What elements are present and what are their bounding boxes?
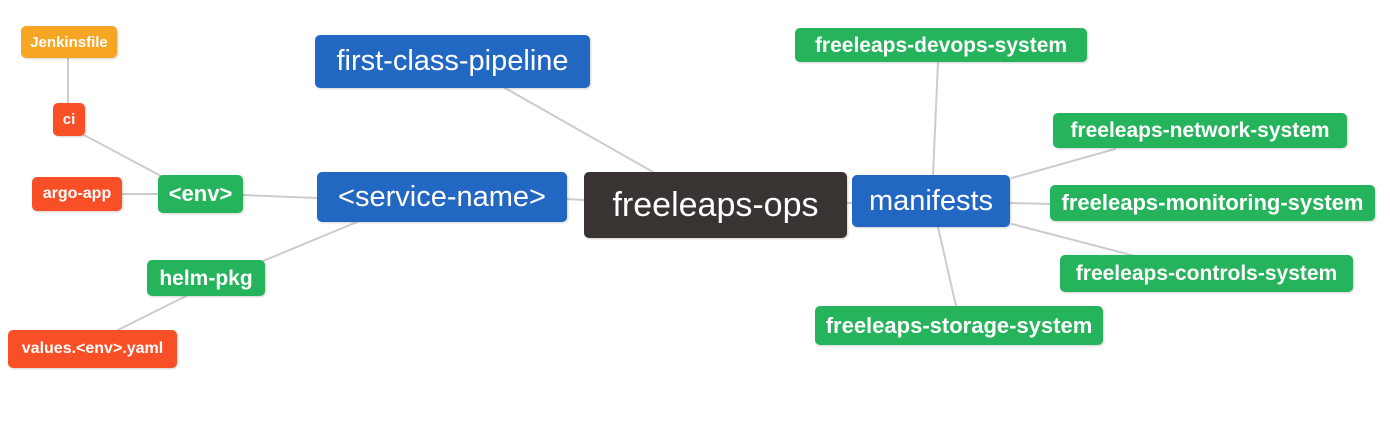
mindmap-node-jenkinsfile[interactable]: Jenkinsfile [21,26,117,58]
edge-service-name-to-freeleaps-ops [566,198,585,201]
mindmap-node-freeleaps-devops-system[interactable]: freeleaps-devops-system [795,28,1087,62]
edge-first-class-pipeline-to-freeleaps-ops [504,87,654,173]
mindmap-node-freeleaps-controls-system[interactable]: freeleaps-controls-system [1060,255,1353,292]
edge-env-to-service-name [242,194,318,199]
mindmap-node-helm-pkg[interactable]: helm-pkg [147,260,265,296]
mindmap-node-ci[interactable]: ci [53,103,85,136]
edge-manifests-to-freeleaps-storage-system [937,226,957,307]
mindmap-node-first-class-pipeline[interactable]: first-class-pipeline [315,35,590,88]
mindmap-node-values-env-yaml[interactable]: values.<env>.yaml [8,330,177,368]
mindmap-node-service-name[interactable]: <service-name> [317,172,567,222]
edge-manifests-to-freeleaps-monitoring-system [1009,202,1051,205]
mindmap-node-freeleaps-storage-system[interactable]: freeleaps-storage-system [815,306,1103,345]
mindmap-node-argo-app[interactable]: argo-app [32,177,122,211]
mindmap-node-env[interactable]: <env> [158,175,243,213]
edge-manifests-to-freeleaps-network-system [1011,148,1116,179]
edge-values-env-yaml-to-helm-pkg [117,295,187,331]
mindmap-node-manifests[interactable]: manifests [852,175,1010,227]
mindmap-node-freeleaps-monitoring-system[interactable]: freeleaps-monitoring-system [1050,185,1375,221]
mindmap-node-freeleaps-ops[interactable]: freeleaps-ops [584,172,847,238]
edge-helm-pkg-to-service-name [262,221,358,262]
edge-manifests-to-freeleaps-devops-system [932,61,939,176]
mindmap-node-freeleaps-network-system[interactable]: freeleaps-network-system [1053,113,1347,148]
edge-ci-to-env [83,134,162,177]
edge-manifests-to-freeleaps-controls-system [1011,223,1136,257]
